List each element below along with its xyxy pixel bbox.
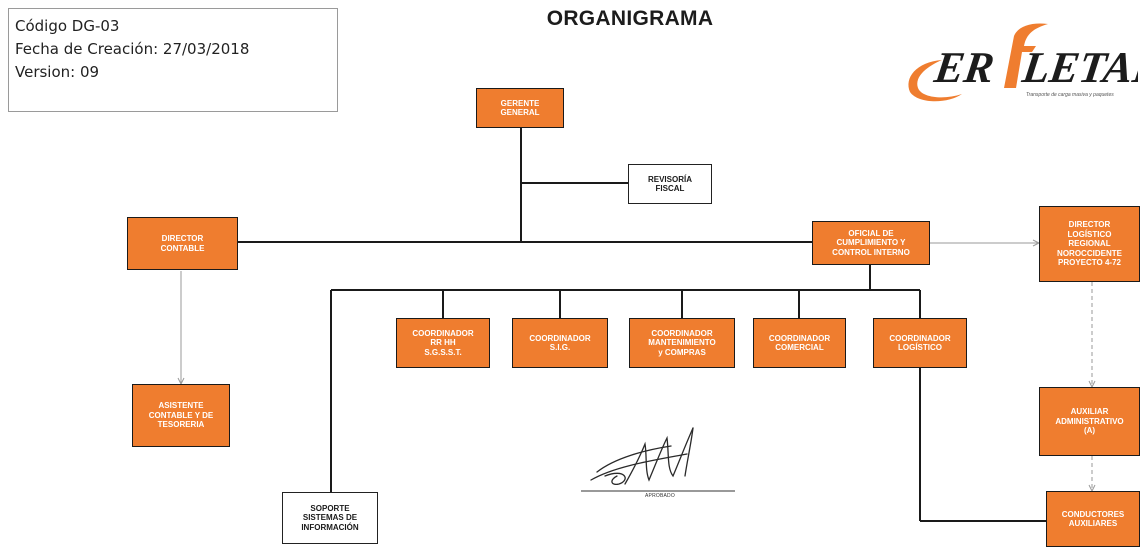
- document-info-box: Código DG-03 Fecha de Creación: 27/03/20…: [8, 8, 338, 112]
- page-title: ORGANIGRAMA: [546, 7, 714, 30]
- approval-signature: [581, 427, 735, 492]
- creation-date: Fecha de Creación: 27/03/2018: [15, 40, 250, 58]
- document-version: Version: 09: [15, 63, 100, 81]
- serfletar-logo: ER LETAR Transporte de carga masiva y pa…: [908, 23, 1138, 102]
- signature-label: APROBADO: [645, 493, 675, 499]
- svg-text:LETAR: LETAR: [1019, 43, 1138, 92]
- document-code: Código DG-03: [15, 17, 120, 35]
- svg-text:ER: ER: [931, 43, 998, 92]
- svg-text:Transporte de carga masiva y p: Transporte de carga masiva y paquetes: [1026, 92, 1114, 98]
